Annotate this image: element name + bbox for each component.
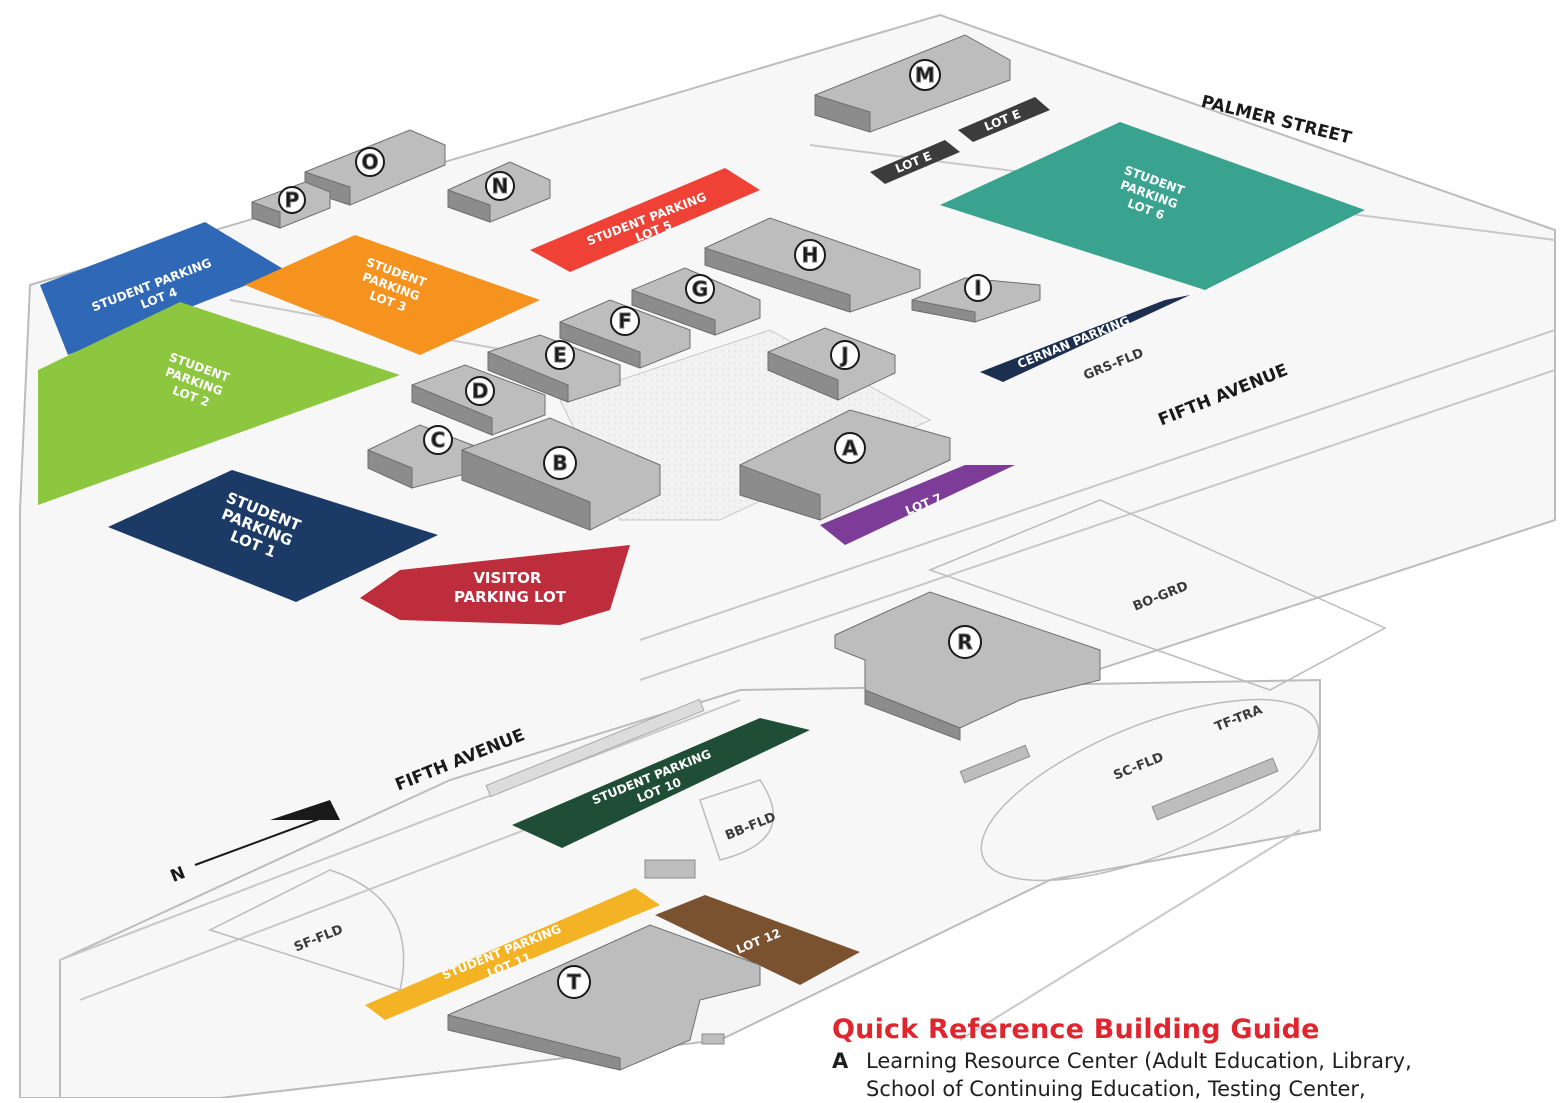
building-j[interactable]: J [767,327,896,401]
building-d[interactable]: D [411,364,546,436]
cernan-shape[interactable] [980,295,1190,382]
building-a-letter: A [842,436,858,460]
building-n-letter: N [492,174,509,198]
north-arrow-label: N [168,863,189,887]
building-i[interactable]: I [911,274,1041,323]
building-n[interactable]: N [447,161,551,223]
building-i-letter: I [974,276,981,300]
lot-e-2-shape[interactable] [958,97,1050,142]
svg-text:STUDENT PARKING LO: STUDENT PARKING LOT 3 [354,255,432,319]
building-c-letter: C [431,428,446,452]
student-parking-lot-4[interactable]: STUDENT PARKING LOT 4 [40,222,285,355]
building-h-letter: H [802,243,819,267]
building-d-letter: D [472,379,489,403]
guide-entry-a-line-1: Learning Resource Center (Adult Educatio… [866,1049,1412,1073]
bo-grd-outline [927,499,1387,691]
building-r[interactable]: R [834,591,1101,741]
lot-1-shape[interactable] [108,470,438,602]
building-e[interactable]: E [487,334,621,403]
bleachers-1 [959,744,1031,784]
north-arrow: N [168,800,340,887]
building-p-letter: P [285,188,300,212]
visitor-lot-shape[interactable] [360,545,630,625]
track-outline [980,698,1320,882]
lot-2-shape[interactable] [38,302,400,505]
student-parking-lot-1[interactable]: STUDENT PARKING LOT 1 [108,470,438,602]
building-p[interactable]: P [251,181,331,229]
lot-7-shape[interactable] [820,465,1015,545]
building-t-letter: T [567,970,581,994]
building-guide: Quick Reference Building Guide A Learnin… [832,1014,1552,1103]
guide-entry-a-line-2: School of Continuing Education, Testing … [866,1077,1366,1101]
building-h[interactable]: H [704,217,921,313]
building-b-letter: B [552,451,567,475]
building-t[interactable]: T [447,924,761,1071]
sf-field-outline [208,869,405,991]
bb-field-outline [699,779,775,861]
lot-e-1-shape[interactable] [870,140,960,184]
lot-12[interactable]: LOT 12 [655,895,860,985]
buildings: M O P N H [251,34,1101,1071]
lot-6-shape[interactable] [940,122,1365,290]
small-structure-2 [701,1033,725,1045]
building-g-letter: G [692,277,708,301]
small-structure-1 [644,859,696,879]
visitor-parking-lot[interactable]: VISITOR PARKING LOT [360,545,630,625]
visitor-label-2: PARKING LOT [454,588,567,606]
guide-entry-a: A Learning Resource Center (Adult Educat… [832,1047,1552,1075]
long-bleacher [485,698,705,798]
north-arrow-icon [270,800,340,820]
svg-text:VISITOR PARKING LOT: VISITOR PARKING LOT [454,569,567,606]
guide-entry-a-key: A [832,1049,849,1073]
sports-fields [208,499,1387,991]
guide-title: Quick Reference Building Guide [832,1014,1320,1045]
building-j-letter: J [839,343,848,367]
building-o-letter: O [361,150,378,174]
student-parking-lot-6[interactable]: STUDENT PARKING LOT 6 [940,122,1365,290]
student-parking-lot-3[interactable]: STUDENT PARKING LOT 3 [245,235,540,355]
lot-10-shape[interactable] [512,718,810,848]
building-e-letter: E [553,343,567,367]
svg-text:STUDENT PARKING LO: STUDENT PARKING LOT 2 [157,350,235,414]
lot-11-shape[interactable] [365,888,660,1020]
building-f-letter: F [618,309,632,333]
building-g[interactable]: G [631,267,761,336]
building-r-letter: R [957,630,972,654]
lot-12-shape[interactable] [655,895,860,985]
bleachers-2 [1151,757,1279,821]
building-f[interactable]: F [559,299,691,369]
building-c[interactable]: C [367,424,481,489]
lot-5-shape[interactable] [530,168,760,272]
lot-4-shape[interactable] [40,222,285,355]
building-b[interactable]: B [461,417,661,531]
building-m[interactable]: M [814,34,1011,133]
building-m-letter: M [915,63,935,87]
visitor-label-1: VISITOR [473,569,542,587]
building-a[interactable]: A [739,409,951,521]
lot-3-shape[interactable] [245,235,540,355]
student-parking-lot-2[interactable]: STUDENT PARKING LOT 2 [38,302,400,505]
